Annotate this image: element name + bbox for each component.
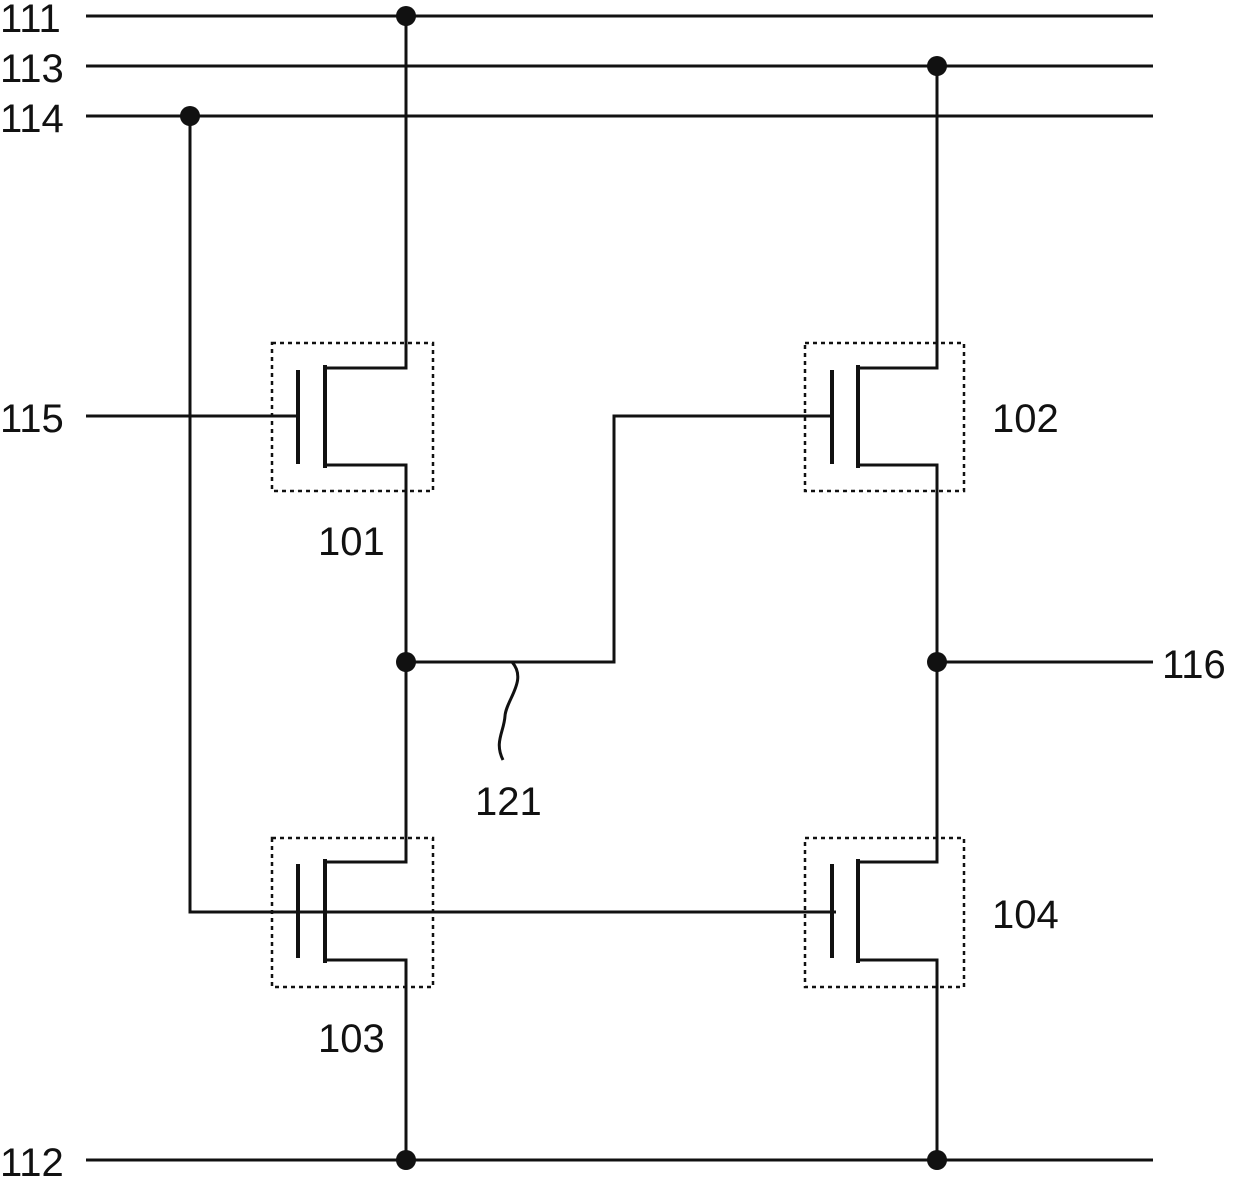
wire-104-source (858, 960, 937, 1160)
label-116: 116 (1162, 643, 1226, 687)
junction-111 (396, 6, 416, 26)
wire-102-drain (858, 66, 937, 368)
label-transistor-103: 103 (318, 1017, 385, 1061)
label-113: 113 (0, 47, 64, 91)
wire-101-drain (325, 16, 406, 368)
label-112: 112 (0, 1141, 64, 1180)
junction-116 (927, 652, 947, 672)
label-111: 111 (0, 0, 61, 41)
wire-121 (406, 416, 832, 662)
label-114: 114 (0, 97, 64, 141)
junction-113 (927, 56, 947, 76)
transistor-101 (272, 343, 433, 491)
label-115: 115 (0, 397, 64, 441)
label-transistor-102: 102 (992, 397, 1059, 441)
wire-102-104 (858, 465, 937, 862)
junction-112-right (927, 1150, 947, 1170)
label-121: 121 (475, 780, 542, 824)
junction-112-left (396, 1150, 416, 1170)
leader-121 (499, 662, 518, 760)
label-transistor-104: 104 (992, 893, 1059, 937)
junction-121 (396, 652, 416, 672)
label-transistor-101: 101 (318, 520, 385, 564)
junction-114 (180, 106, 200, 126)
